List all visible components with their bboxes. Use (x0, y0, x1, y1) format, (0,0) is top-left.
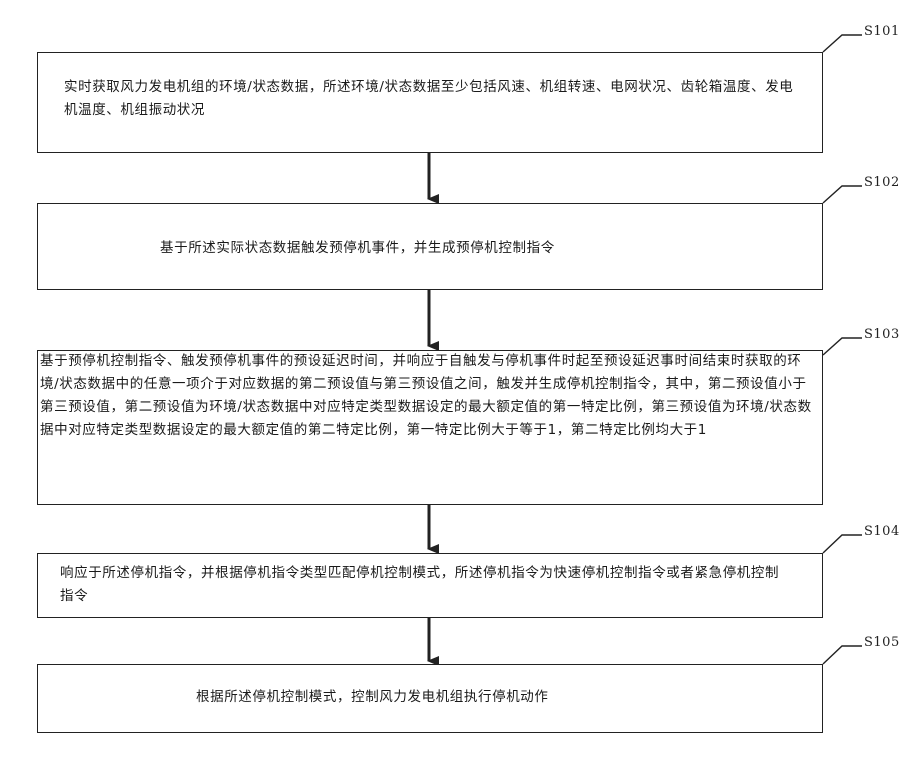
step-label-s104: S104 (864, 524, 900, 539)
step-label-s103: S103 (864, 327, 900, 342)
leader-line-s104 (823, 535, 862, 553)
leader-line-s105 (823, 646, 862, 664)
step-label-s105: S105 (864, 635, 900, 650)
step-text-s104: 响应于所述停机指令，并根据停机指令类型匹配停机控制模式，所述停机指令为快速停机控… (60, 562, 790, 608)
step-label-s101: S101 (864, 24, 900, 39)
step-text-s102: 基于所述实际状态数据触发预停机事件，并生成预停机控制指令 (160, 237, 800, 260)
step-text-s103: 基于预停机控制指令、触发预停机事件的预设延迟时间，并响应于自触发与停机事件时起至… (40, 350, 820, 442)
step-label-s102: S102 (864, 175, 900, 190)
leader-line-s103 (823, 338, 862, 355)
step-text-s105: 根据所述停机控制模式，控制风力发电机组执行停机动作 (196, 686, 796, 709)
leader-line-s102 (823, 186, 862, 203)
leader-line-s101 (823, 35, 862, 52)
step-text-s101: 实时获取风力发电机组的环境/状态数据，所述环境/状态数据至少包括风速、机组转速、… (64, 76, 806, 122)
